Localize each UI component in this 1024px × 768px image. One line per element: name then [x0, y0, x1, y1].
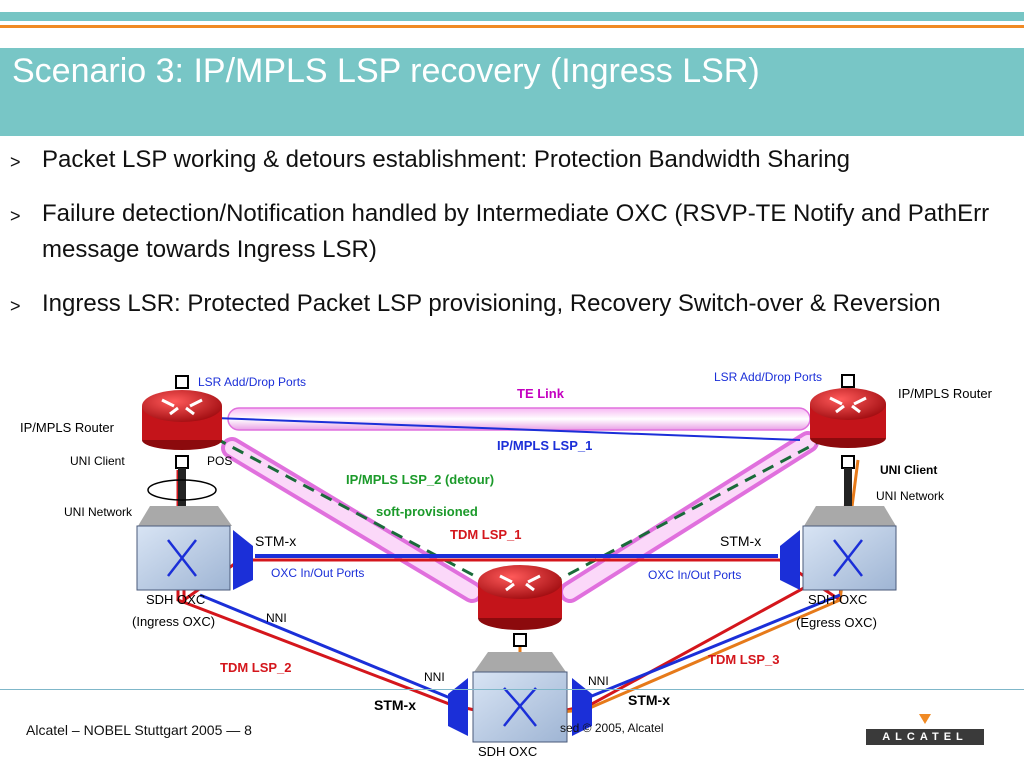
nni-left-label: NNI	[266, 611, 287, 625]
alcatel-logo: ALCATEL	[866, 729, 984, 745]
footer-rule	[0, 689, 1024, 690]
bullet-marker: >	[10, 296, 21, 316]
stm-bottom-left-label: STM-x	[374, 697, 416, 713]
lsp1-line	[214, 417, 801, 441]
bullet-text: Packet LSP working & detours establishme…	[42, 146, 851, 173]
oxc-ports-right-label: OXC In/Out Ports	[648, 568, 741, 582]
bullet-item: > Failure detection/Notification handled…	[10, 196, 1020, 268]
soft-provisioned-label: soft-provisioned	[376, 504, 478, 519]
nni-link-right	[581, 593, 841, 702]
footer-caption: Alcatel – NOBEL Stuttgart 2005 — 8	[26, 722, 252, 738]
bullet-marker: >	[10, 152, 21, 172]
bullet-item: > Ingress LSR: Protected Packet LSP prov…	[10, 286, 1020, 322]
bullet-text: Ingress LSR: Protected Packet LSP provis…	[42, 290, 941, 317]
router-left	[142, 375, 222, 510]
stm-right-label: STM-x	[720, 533, 761, 549]
lsr-ports-left-label: LSR Add/Drop Ports	[198, 375, 306, 389]
oxc-bottom-label: SDH OXC	[478, 744, 537, 759]
router-right-label: IP/MPLS Router	[898, 386, 993, 401]
oxc-right-label-1: SDH OXC	[808, 592, 867, 607]
tdm-lsp3-label: TDM LSP_3	[708, 652, 780, 667]
router-left-label: IP/MPLS Router	[20, 420, 115, 435]
title-band	[0, 48, 1024, 136]
detour-tube-left	[221, 437, 483, 603]
te-link-label: TE Link	[517, 386, 565, 401]
te-link-tube	[227, 407, 811, 431]
nni-link-left	[199, 593, 456, 702]
uni-network-left-label: UNI Network	[64, 505, 133, 519]
stm-bottom-right-label: STM-x	[628, 692, 670, 708]
bullet-list: > Packet LSP working & detours establish…	[10, 142, 1020, 340]
uni-client-right-label: UNI Client	[880, 463, 937, 477]
nni-bottom-left-label: NNI	[424, 670, 445, 684]
tdm-lsp2-label: TDM LSP_2	[220, 660, 292, 675]
top-teal-band	[0, 12, 1024, 21]
oxc-bottom	[448, 652, 592, 743]
footer-copyright: sed © 2005, Alcatel	[560, 721, 664, 735]
lsp1-label: IP/MPLS LSP_1	[497, 438, 592, 453]
router-middle	[478, 565, 562, 647]
bullet-marker: >	[10, 206, 21, 226]
router-right	[810, 374, 886, 514]
bullet-item: > Packet LSP working & detours establish…	[10, 142, 1020, 178]
bullet-text: Failure detection/Notification handled b…	[42, 200, 990, 263]
slide-title: Scenario 3: IP/MPLS LSP recovery (Ingres…	[12, 52, 760, 90]
stm-left-label: STM-x	[255, 533, 296, 549]
lsp2-label: IP/MPLS LSP_2 (detour)	[346, 472, 494, 487]
oxc-left-label-1: SDH OXC	[146, 592, 205, 607]
tdm-lsp1-label: TDM LSP_1	[450, 527, 522, 542]
nni-bottom-right-label: NNI	[588, 674, 609, 688]
oxc-right	[780, 506, 897, 591]
oxc-left	[136, 506, 253, 591]
pos-label: POS	[207, 454, 232, 468]
oxc-ports-left-label: OXC In/Out Ports	[271, 566, 364, 580]
lsr-ports-right-label: LSR Add/Drop Ports	[714, 370, 822, 384]
oxc-left-label-2: (Ingress OXC)	[132, 614, 215, 629]
alcatel-logo-triangle-icon	[919, 714, 931, 724]
uni-network-right-label: UNI Network	[876, 489, 945, 503]
oxc-right-label-2: (Egress OXC)	[796, 615, 877, 630]
top-orange-rule	[0, 25, 1024, 28]
network-diagram: LSR Add/Drop Ports LSR Add/Drop Ports IP…	[20, 370, 993, 759]
uni-client-left-label: UNI Client	[70, 454, 125, 468]
